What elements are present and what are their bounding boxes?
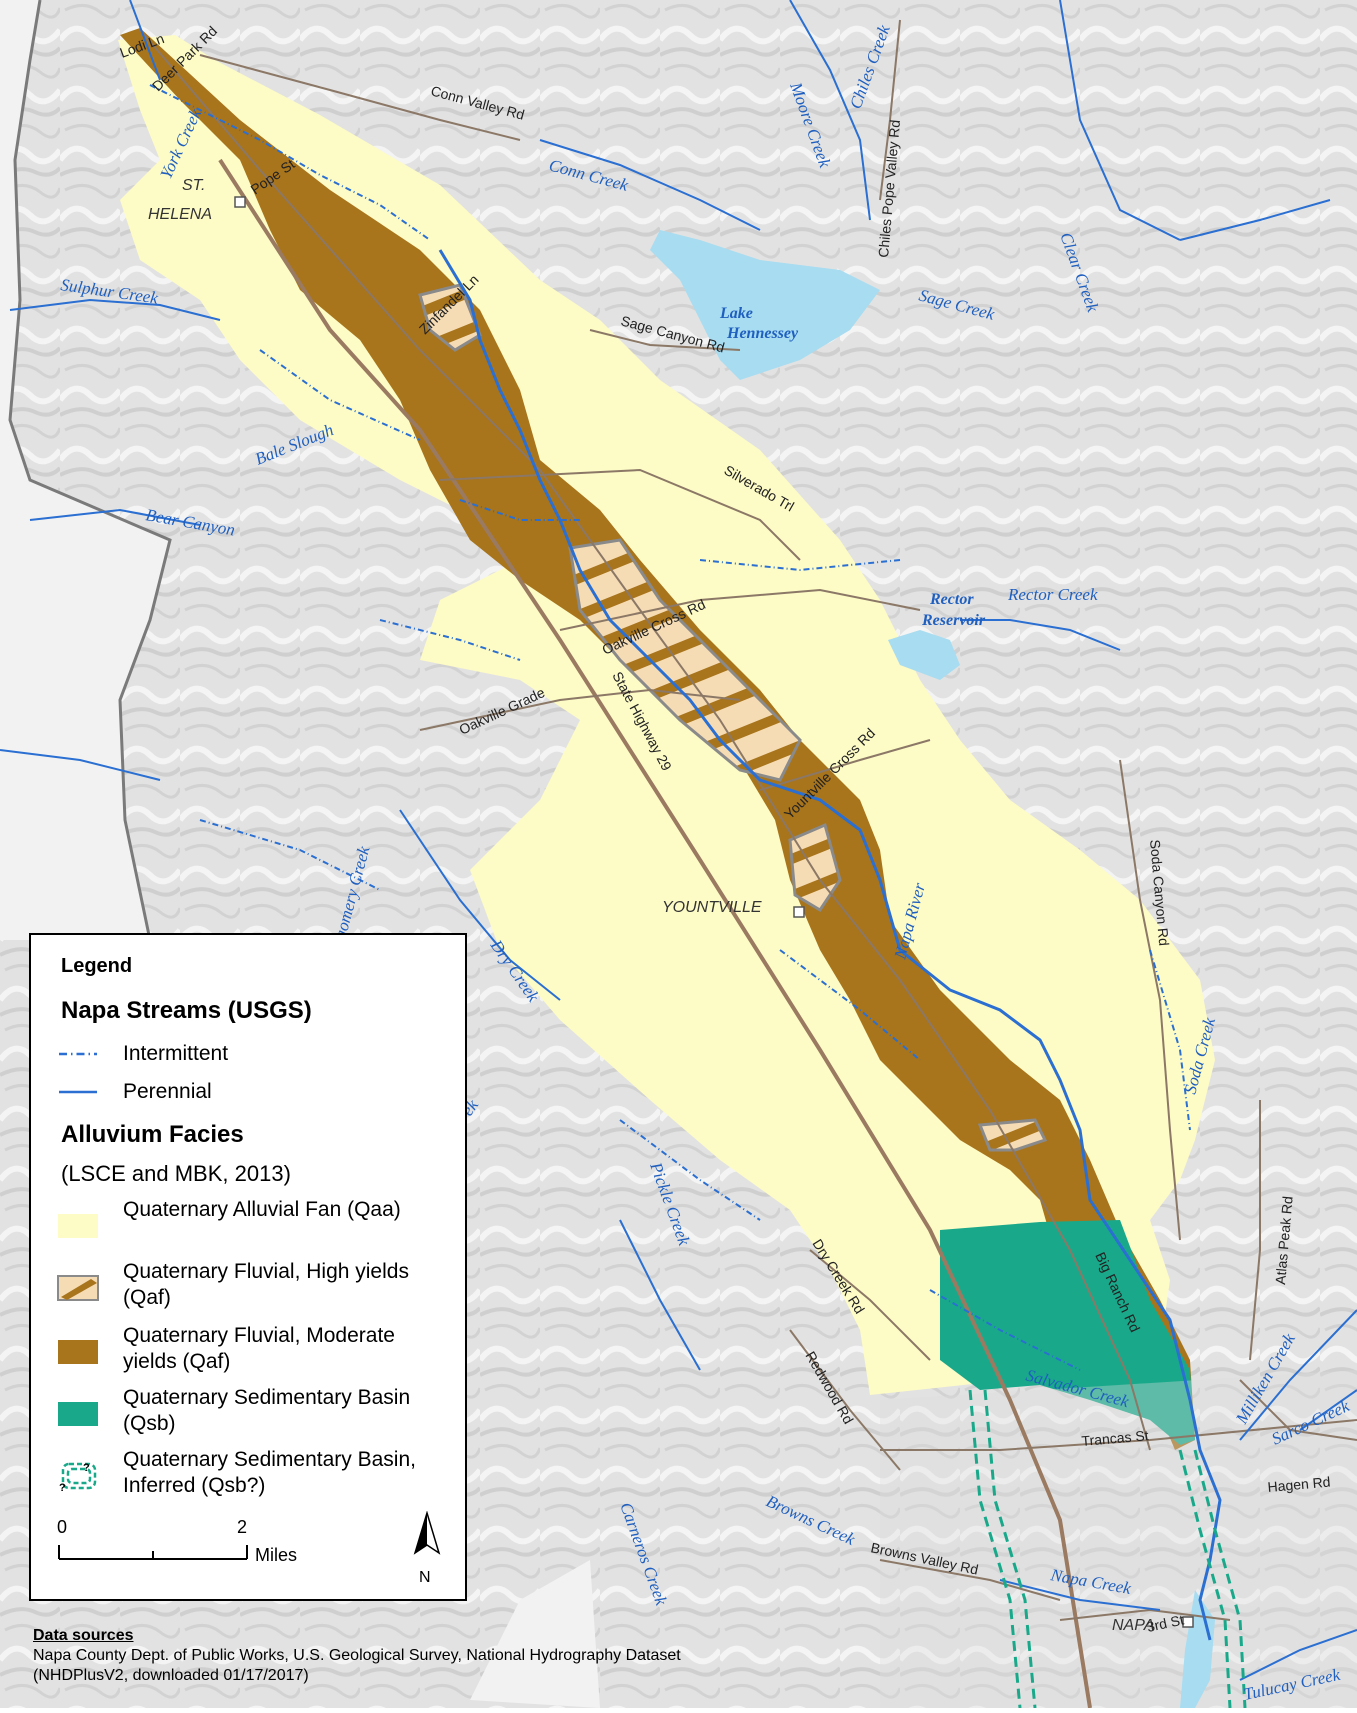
outside-county-area [0, 0, 170, 940]
inferred-basin-outline [968, 1389, 1247, 1709]
outside-county-area-south [470, 1560, 600, 1708]
town-label-st: ST. [182, 177, 205, 194]
perennial-swatch [59, 1090, 97, 1094]
intermittent-swatch [59, 1052, 97, 1056]
svg-text:?: ? [59, 1482, 66, 1493]
streams-heading: Napa Streams (USGS) [61, 997, 312, 1024]
north-arrow-icon [413, 1511, 441, 1555]
sed-basin-swatch [58, 1402, 98, 1426]
label-hennessey: Hennessey [726, 325, 799, 342]
legend-alluvial-fan-label: Quaternary Alluvial Fan (Qaa) [123, 1198, 401, 1221]
fluvial-high-oakville [568, 538, 802, 782]
scale-end: 2 [237, 1517, 248, 1537]
legend-perennial-label: Perennial [123, 1080, 212, 1103]
napa-marker [1182, 1616, 1194, 1628]
perennial-streams [438, 249, 1222, 1641]
scale-unit: Miles [255, 1545, 298, 1565]
fluvial-moderate-swatch [58, 1340, 98, 1364]
data-sources: Data sources Napa County Dept. of Public… [33, 1626, 733, 1686]
town-label-napa: NAPA [1112, 1617, 1154, 1634]
data-sources-text: Napa County Dept. of Public Works, U.S. … [33, 1647, 681, 1684]
fluvial-moderate-area [120, 28, 1195, 1450]
label-trancas-st: Trancas St [1081, 1427, 1149, 1449]
fluvial-high-south [977, 1118, 1048, 1152]
alluvial-fan-swatch [58, 1214, 98, 1238]
data-sources-title: Data sources [33, 1627, 134, 1644]
fluvial-high-swatch [57, 1275, 99, 1301]
lake-hennessey [650, 230, 880, 380]
town-label-st-helena: HELENA [148, 206, 212, 223]
label-rector-creek: Rector Creek [1007, 585, 1098, 604]
inferred-basin-swatch: ? ? [59, 1462, 97, 1493]
scale-start: 0 [57, 1517, 68, 1537]
legend-fluvial-moderate-label: Quaternary Fluvial, Moderate yields (Qaf… [123, 1324, 395, 1373]
north-label: N [419, 1569, 431, 1586]
yountville-marker [793, 906, 805, 918]
svg-text:?: ? [83, 1462, 90, 1474]
scale-bar [58, 1545, 248, 1560]
legend-intermittent-label: Intermittent [123, 1042, 229, 1065]
legend-sed-basin-label: Quaternary Sedimentary Basin (Qsb) [123, 1386, 411, 1435]
st-helena-marker [234, 196, 246, 208]
town-label-yountville: YOUNTVILLE [662, 899, 762, 916]
legend-title: Legend [61, 955, 133, 977]
label-rector: Rector [929, 591, 974, 608]
legend-fluvial-high-label: Quaternary Fluvial, High yields (Qaf) [123, 1260, 409, 1309]
label-hagen-rd: Hagen Rd [1267, 1474, 1331, 1495]
sedimentary-basin-area [940, 1220, 1195, 1445]
fluvial-high-zinfandel [418, 283, 482, 352]
legend-panel: Legend Napa Streams (USGS) Intermittent … [29, 933, 467, 1601]
urban-area [880, 1370, 1357, 1708]
rector-reservoir [888, 630, 960, 680]
label-atlas-peak-rd: Atlas Peak Rd [1272, 1195, 1296, 1285]
label-lake: Lake [719, 305, 753, 322]
roads [139, 19, 1357, 1709]
facies-heading: Alluvium Facies [61, 1121, 244, 1148]
county-boundary [8, 0, 172, 941]
label-reservoir: Reservoir [921, 612, 986, 629]
facies-source: (LSCE and MBK, 2013) [61, 1161, 291, 1186]
legend-inferred-basin-label: Quaternary Sedimentary Basin, Inferred (… [123, 1448, 416, 1497]
label-3rd-st: 3rd St [1145, 1611, 1185, 1634]
intermittent-streams [149, 84, 1191, 1371]
